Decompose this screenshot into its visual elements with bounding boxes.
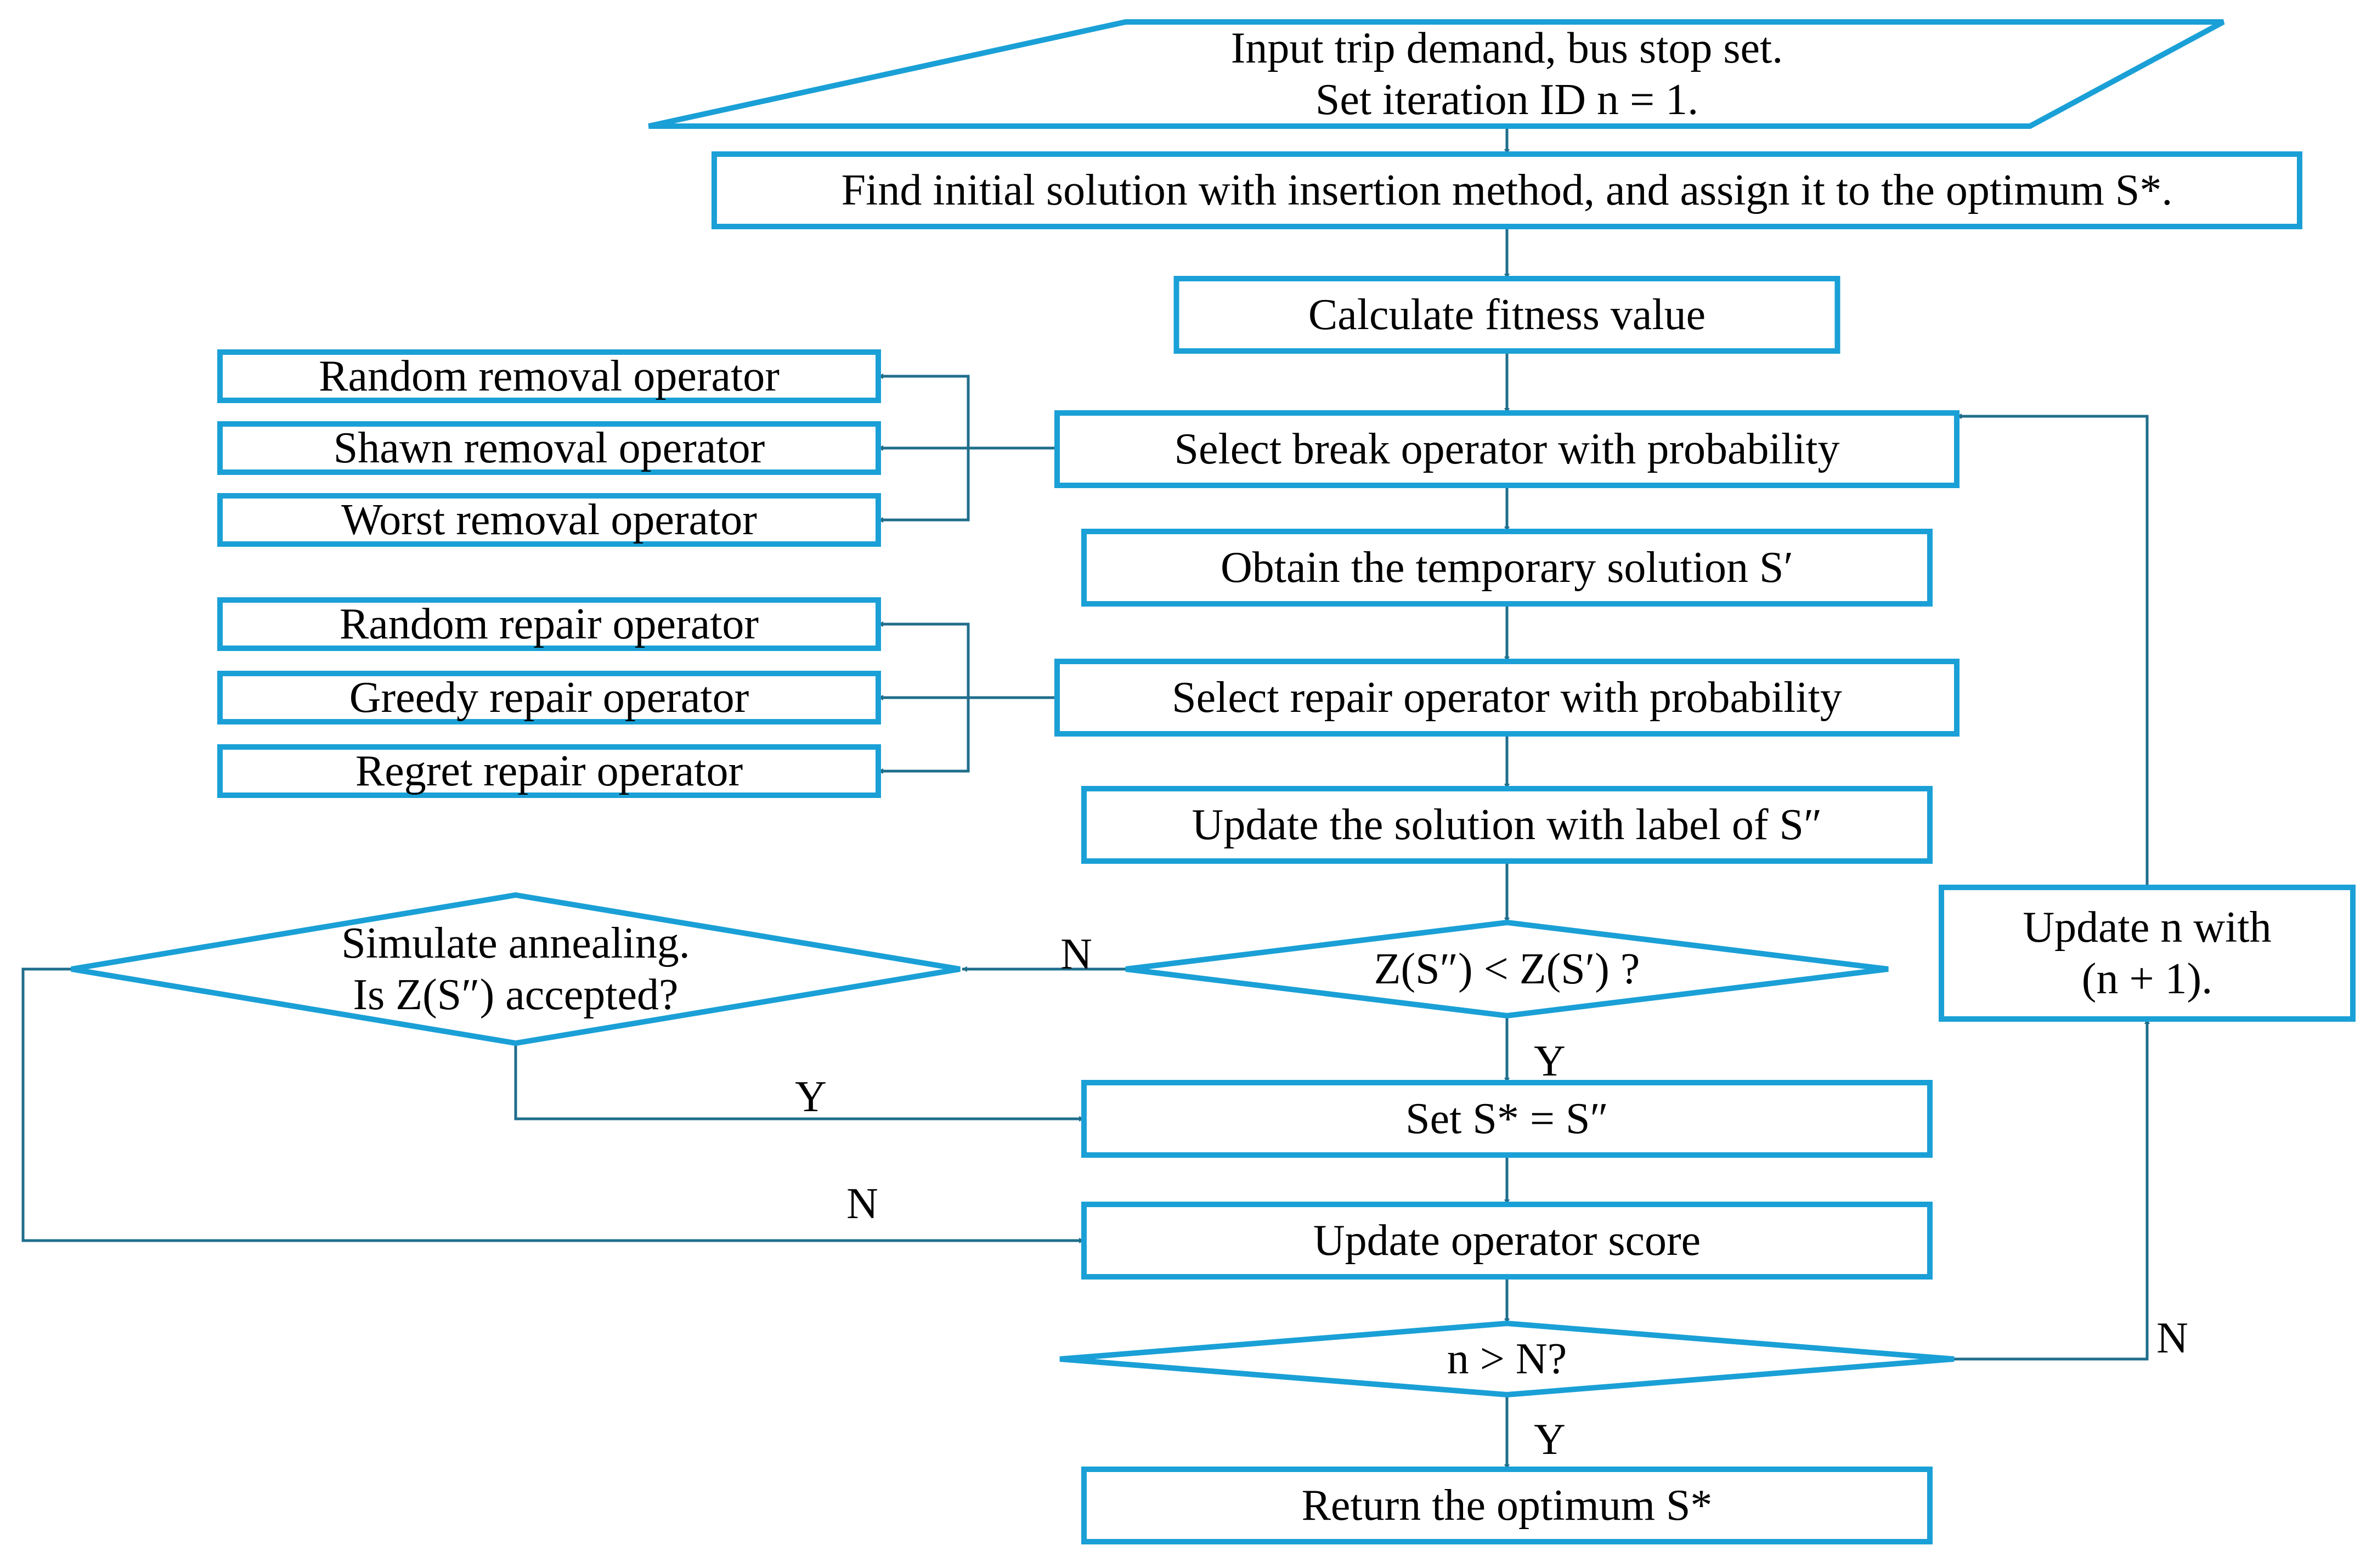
node-shawn-removal: Shawn removal operator: [217, 421, 881, 475]
score-text-line: Update operator score: [1313, 1216, 1701, 1265]
edge-repair-to-regret: [878, 698, 970, 774]
shawn-removal-text-line: Shawn removal operator: [334, 424, 765, 472]
regret-repair-shape: [217, 744, 881, 798]
random-repair-text-line: Random repair operator: [340, 600, 759, 648]
worst-removal-text-line: Worst removal operator: [341, 496, 757, 544]
edge-break-to-worst: [878, 448, 970, 523]
fitness-shape: [1173, 276, 1840, 354]
edge-label-sa-yes: Y: [795, 1073, 827, 1121]
edge-label-sa-no: N: [846, 1180, 878, 1228]
nodes-layer: Input trip demand, bus stop set.Set iter…: [71, 19, 2356, 1544]
repair-select-shape: [1054, 659, 1960, 737]
node-temp: Obtain the temporary solution S′: [1081, 529, 1933, 607]
check-n-shape: [1059, 1320, 1955, 1398]
edge-label-check-yes: Y: [1534, 1416, 1566, 1464]
shawn-removal-shape: [217, 421, 881, 475]
ret-shape: [1081, 1467, 1933, 1544]
compare-text-line: Z(S″) < Z(S′) ?: [1374, 945, 1640, 993]
input-text-line: Input trip demand, bus stop set.: [1231, 24, 1783, 72]
node-score: Update operator score: [1081, 1202, 1933, 1280]
set-opt-shape: [1081, 1080, 1933, 1158]
random-removal-shape: [217, 349, 881, 403]
node-sa: Simulate annealing.Is Z(S″) accepted?: [71, 892, 961, 1046]
edge-label-compare-no: N: [1060, 930, 1092, 978]
node-random-removal: Random removal operator: [217, 349, 881, 403]
node-set-opt: Set S* = S″: [1081, 1080, 1933, 1158]
repair-select-text-line: Select repair operator with probability: [1172, 673, 1842, 722]
node-greedy-repair: Greedy repair operator: [217, 671, 881, 724]
edge-label-compare-yes: Y: [1534, 1037, 1566, 1085]
greedy-repair-text-line: Greedy repair operator: [349, 673, 749, 722]
check-n-text-line: n > N?: [1447, 1335, 1567, 1383]
input-text-line: Set iteration ID n = 1.: [1315, 76, 1698, 124]
break-select-text-line: Select break operator with probability: [1174, 425, 1840, 473]
node-update-label: Update the solution with label of S″: [1081, 786, 1933, 864]
node-regret-repair: Regret repair operator: [217, 744, 881, 798]
node-random-repair: Random repair operator: [217, 597, 881, 651]
edge-labels-layer: N Y Y N N Y: [795, 930, 2188, 1464]
edge-check-no: [1954, 1018, 2150, 1361]
update-label-text-line: Update the solution with label of S″: [1192, 801, 1822, 849]
sa-text-line: Is Z(S″) accepted?: [353, 971, 678, 1019]
input-shape: [648, 19, 2225, 129]
ret-text-line: Return the optimum S*: [1302, 1481, 1713, 1530]
init-shape: [712, 151, 2302, 229]
temp-shape: [1081, 529, 1933, 607]
edge-label-check-no: N: [2156, 1314, 2188, 1362]
node-check-n: n > N?: [1059, 1320, 1955, 1398]
node-repair-select: Select repair operator with probability: [1054, 659, 1960, 737]
worst-removal-shape: [217, 493, 881, 547]
edge-break-to-random: [878, 373, 970, 448]
node-fitness: Calculate fitness value: [1173, 276, 1840, 354]
compare-shape: [1125, 919, 1889, 1019]
node-worst-removal: Worst removal operator: [217, 493, 881, 547]
sa-shape: [71, 892, 961, 1046]
edge-sa-no: [21, 967, 1085, 1243]
set-opt-text-line: Set S* = S″: [1405, 1095, 1608, 1143]
regret-repair-text-line: Regret repair operator: [355, 747, 743, 795]
node-compare: Z(S″) < Z(S′) ?: [1125, 919, 1889, 1019]
edge-updaten-to-break: [1956, 414, 2149, 887]
break-select-shape: [1054, 410, 1960, 488]
greedy-repair-shape: [217, 671, 881, 724]
fitness-text-line: Calculate fitness value: [1308, 291, 1706, 339]
edges-layer: [21, 126, 2150, 1470]
update-n-text-line: Update n with: [2023, 903, 2271, 952]
sa-text-line: Simulate annealing.: [341, 919, 690, 967]
node-break-select: Select break operator with probability: [1054, 410, 1960, 488]
edge-sa-yes: [514, 1043, 1085, 1122]
update-label-shape: [1081, 786, 1933, 864]
score-shape: [1081, 1202, 1933, 1280]
node-input: Input trip demand, bus stop set.Set iter…: [648, 19, 2225, 129]
edge-repair-to-random: [878, 621, 970, 698]
random-removal-text-line: Random removal operator: [319, 352, 780, 400]
temp-text-line: Obtain the temporary solution S′: [1221, 544, 1793, 592]
node-update-n: Update n with(n + 1).: [1939, 885, 2356, 1022]
update-n-text-line: (n + 1).: [2082, 955, 2212, 1003]
node-ret: Return the optimum S*: [1081, 1467, 1933, 1544]
update-n-shape: [1939, 885, 2356, 1022]
init-text-line: Find initial solution with insertion met…: [842, 166, 2173, 214]
random-repair-shape: [217, 597, 881, 651]
node-init: Find initial solution with insertion met…: [712, 151, 2302, 229]
